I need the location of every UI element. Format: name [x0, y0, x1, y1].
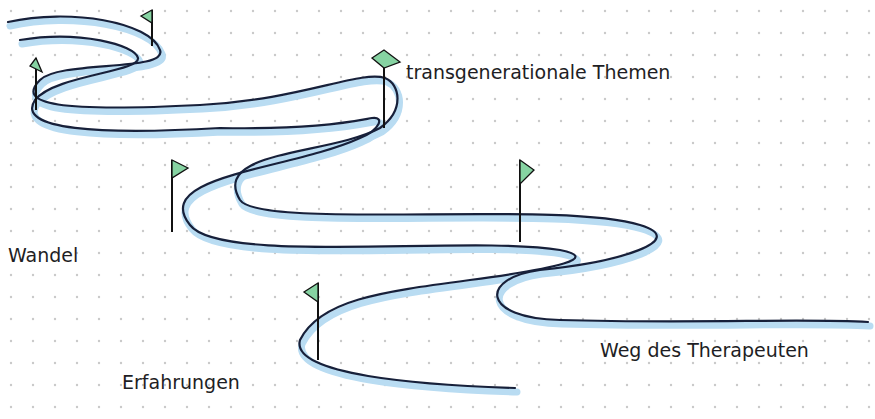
flag — [172, 160, 188, 232]
topic-label: Wandel — [8, 243, 162, 268]
flag — [30, 58, 42, 110]
bank-line — [20, 37, 576, 388]
topic-label: Erfahrungen — [122, 370, 356, 395]
river-banks — [8, 17, 868, 388]
flag — [372, 50, 400, 128]
flag — [520, 160, 534, 242]
path-label: Weg des Therapeuten — [600, 338, 824, 363]
flag — [304, 283, 318, 360]
topic-label: transgenerationale Themen — [406, 60, 680, 85]
flag — [141, 10, 152, 46]
water-shade — [10, 21, 870, 392]
